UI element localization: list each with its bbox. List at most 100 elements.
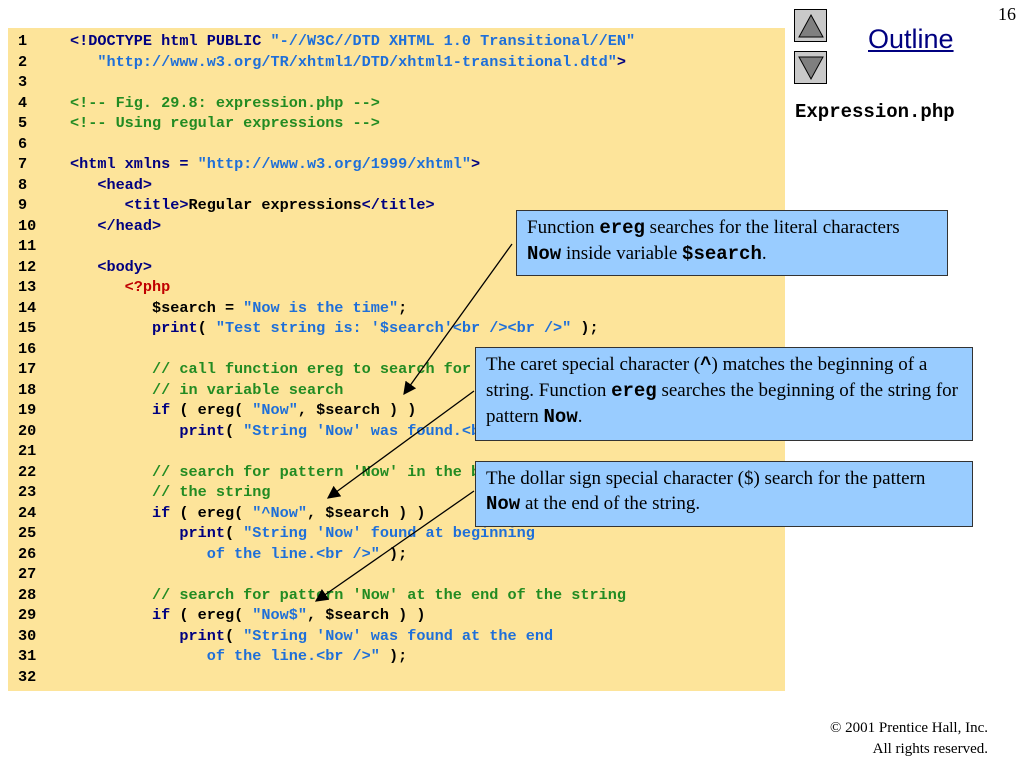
code-line: 31 of the line.<br />" );	[8, 646, 785, 666]
next-slide-button[interactable]	[794, 51, 827, 84]
code-line: 14 $search = "Now is the time";	[8, 298, 785, 318]
line-number: 6	[18, 134, 28, 153]
callout-code-term: ^	[700, 354, 712, 376]
code-line: 13 <?php	[8, 277, 785, 297]
code-token: ( ereg(	[170, 503, 253, 522]
callout-code-term: Now	[527, 243, 562, 265]
code-line: 27	[8, 564, 785, 584]
code-token: <!DOCTYPE html PUBLIC	[70, 32, 271, 50]
callout-text: .	[577, 406, 583, 427]
code-text: <head>	[70, 175, 152, 195]
callout-text: inside variable	[561, 243, 683, 264]
code-line: 12 <body>	[8, 257, 785, 277]
code-line: 10 </head>	[8, 216, 785, 236]
line-number: 5	[18, 114, 28, 132]
code-token: <html xmlns =	[70, 155, 198, 173]
code-token: print	[70, 421, 225, 440]
code-line: 2 "http://www.w3.org/TR/xhtml1/DTD/xhtml…	[8, 52, 785, 72]
code-text: <html xmlns = "http://www.w3.org/1999/xh…	[70, 154, 480, 174]
line-number: 12	[18, 257, 37, 276]
line-number: 10	[18, 216, 37, 235]
callout-code-term: ereg	[611, 380, 657, 402]
code-token: print	[70, 319, 198, 337]
callout-text: searches for the literal characters	[644, 217, 900, 238]
code-token: , $search ) )	[306, 606, 426, 624]
callout-text: at the end of the string.	[520, 493, 701, 514]
code-text: if ( ereg( "^Now", $search ) )	[70, 503, 425, 523]
code-text: print( "String 'Now' found at beginning	[70, 523, 534, 543]
code-text: <!-- Using regular expressions -->	[70, 113, 380, 133]
code-line: 1<!DOCTYPE html PUBLIC "-//W3C//DTD XHTM…	[8, 31, 785, 51]
callout-caret: The caret special character (^) matches …	[475, 347, 973, 441]
line-number: 11	[18, 237, 37, 255]
previous-slide-button[interactable]	[794, 9, 827, 42]
code-token: Regular expressions	[188, 196, 362, 214]
line-number: 24	[18, 503, 37, 522]
code-line: 5 <!-- Using regular expressions -->	[8, 113, 785, 133]
code-token: );	[571, 319, 599, 337]
code-text: <?php	[70, 277, 171, 297]
code-line: 6	[8, 134, 785, 154]
code-text: if ( ereg( "Now$", $search ) )	[70, 605, 425, 625]
code-line: 32	[8, 667, 785, 687]
code-token: <title>	[70, 196, 189, 214]
callout-code-term: ereg	[599, 217, 645, 239]
code-text: // in variable search	[70, 380, 343, 400]
code-line: 24 if ( ereg( "^Now", $search ) )	[8, 503, 785, 523]
line-number: 22	[18, 462, 37, 481]
code-line: 8 <head>	[8, 175, 785, 195]
code-token: , $search ) )	[297, 401, 417, 419]
line-number: 19	[18, 401, 37, 419]
line-number: 13	[18, 278, 37, 296]
line-number: 16	[18, 339, 37, 358]
code-token: print	[70, 524, 225, 542]
code-line: 15 print( "Test string is: '$search'<br …	[8, 318, 785, 338]
code-line: 23 // the string	[8, 482, 785, 502]
code-token: ( ereg(	[170, 606, 253, 624]
code-token: of the line.<br />"	[70, 544, 380, 563]
code-token: "Test string is: '$search'<br /><br />"	[215, 319, 572, 337]
code-token: if	[70, 606, 171, 624]
callout-text: ) matches the beginning of a string. Fun…	[486, 354, 928, 401]
code-token: "String 'Now' was found at the end	[243, 626, 554, 645]
file-name: Expression.php	[795, 101, 955, 123]
callout-ereg-literal: Function ereg searches for the literal c…	[516, 210, 948, 276]
copyright-text: © 2001 Prentice Hall, Inc.	[829, 720, 988, 736]
code-token: <head>	[70, 175, 153, 194]
code-token: (	[224, 626, 244, 645]
code-token: if	[70, 401, 171, 419]
arrow-to-line-29	[314, 490, 475, 602]
code-token: "^Now"	[252, 503, 307, 522]
code-line: 26 of the line.<br />" );	[8, 544, 785, 564]
triangle-down-icon	[798, 56, 824, 81]
code-line: 21	[8, 441, 785, 461]
code-text: print( "Test string is: '$search'<br /><…	[70, 318, 599, 338]
code-token: "Now$"	[252, 606, 307, 624]
callout-text: .	[761, 243, 767, 264]
line-number: 18	[18, 380, 37, 399]
code-token: <!-- Using regular expressions -->	[70, 114, 380, 132]
code-token: (	[224, 524, 244, 542]
code-token: "Now"	[252, 401, 298, 419]
callout-text: searches the beginning of the string for…	[486, 380, 958, 427]
line-number: 20	[18, 421, 37, 440]
line-number: 4	[18, 93, 28, 112]
code-line: 19 if ( ereg( "Now", $search ) )	[8, 400, 785, 420]
code-token: <?php	[70, 278, 171, 296]
code-token: );	[379, 647, 408, 665]
outline-link[interactable]: Outline	[868, 24, 954, 54]
code-text: <body>	[70, 257, 152, 277]
code-text: <title>Regular expressions</title>	[70, 195, 435, 215]
code-text: if ( ereg( "Now", $search ) )	[70, 400, 416, 420]
line-number: 28	[18, 585, 37, 604]
code-token: if	[70, 503, 171, 522]
code-token: (	[224, 421, 244, 440]
code-token: // in variable search	[70, 380, 344, 399]
code-token: print	[70, 626, 225, 645]
arrow-to-line-18	[403, 243, 513, 396]
line-number: 14	[18, 298, 37, 317]
line-number: 3	[18, 73, 28, 91]
code-token: ( ereg(	[170, 401, 253, 419]
code-text: print( "String 'Now' was found at the en…	[70, 626, 553, 646]
code-token: "String 'Now' was found.<br />"	[243, 421, 526, 440]
